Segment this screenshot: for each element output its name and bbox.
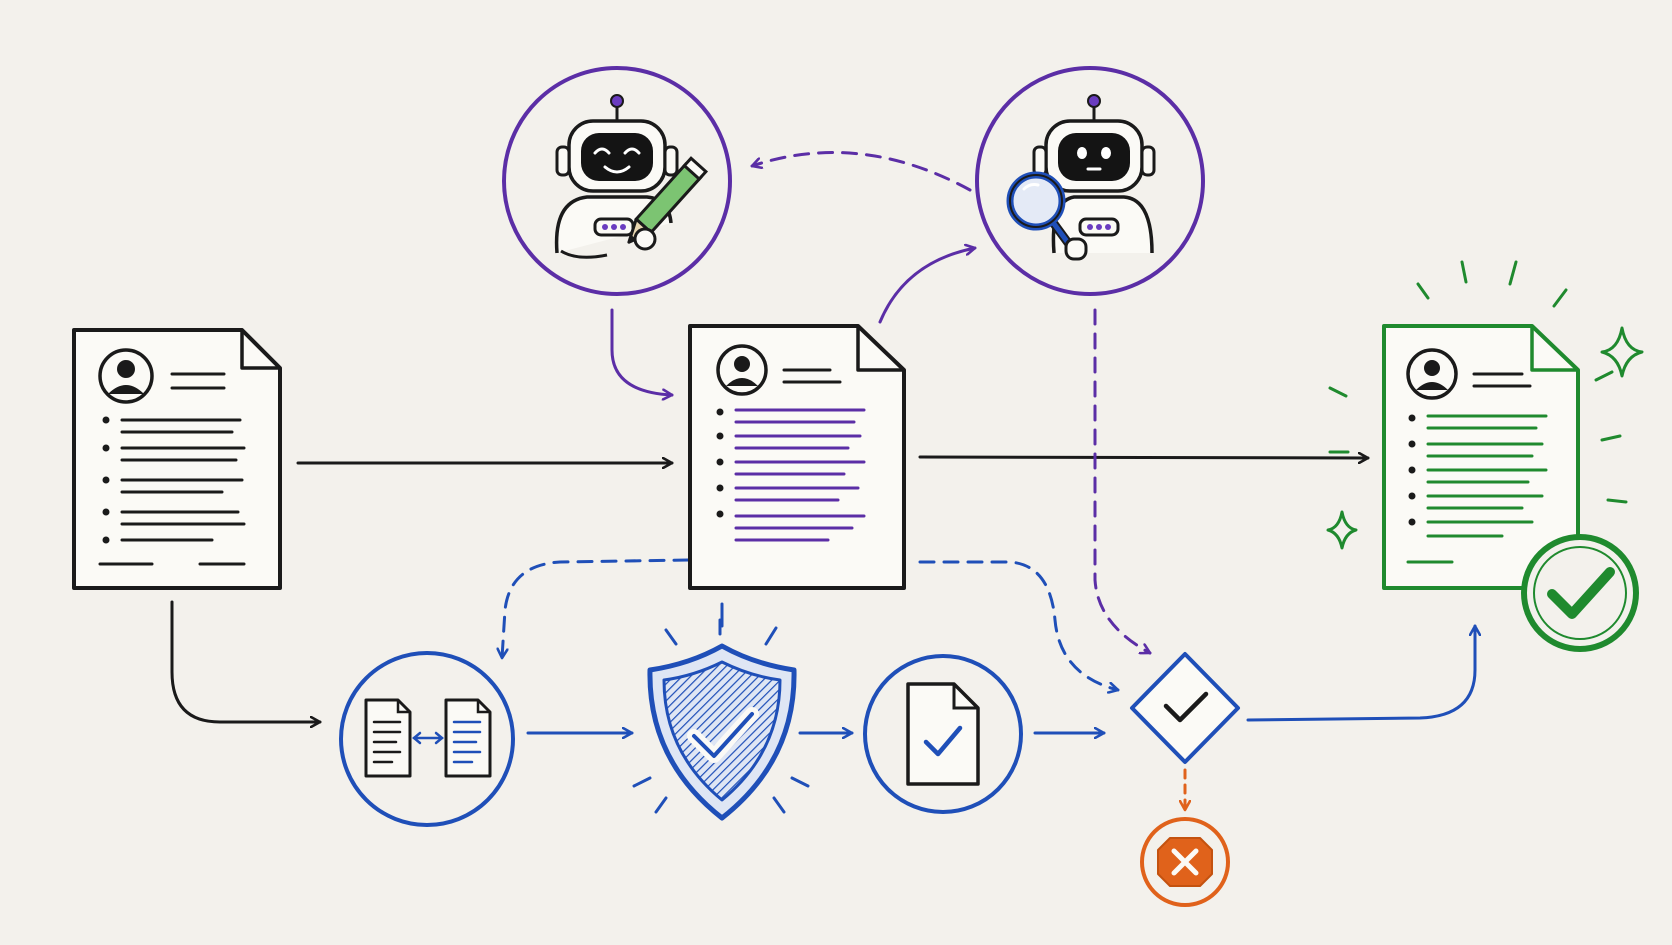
edge-rewritten-to-decision xyxy=(918,560,1120,690)
rewritten-resume-document xyxy=(688,324,906,590)
robot-writing-pencil-icon xyxy=(554,94,709,259)
resume-document-icon xyxy=(688,324,906,590)
edge-rewritten-to-compare xyxy=(502,558,690,660)
compare-documents-icon xyxy=(364,698,492,778)
edge-reviewer-to-decision xyxy=(1093,308,1152,655)
approved-text-lines xyxy=(1406,414,1548,564)
page-fold-icon xyxy=(240,330,280,370)
sparkle-icon xyxy=(1600,326,1644,378)
final-approved-resume-document xyxy=(1382,324,1580,590)
sparkle-icon xyxy=(1326,510,1358,550)
rewritten-text-lines xyxy=(716,408,866,542)
approval-sparkle-rays xyxy=(1328,260,1628,504)
reviewer-agent-node xyxy=(975,66,1205,296)
avatar-icon xyxy=(98,348,154,404)
edge-writer-to-rewritten xyxy=(610,308,674,395)
edge-decision-to-final xyxy=(1246,624,1475,722)
edge-rewritten-to-reviewer xyxy=(878,248,977,324)
text-lines xyxy=(98,372,246,566)
document-check-icon xyxy=(906,682,980,786)
avatar-icon xyxy=(716,344,768,396)
rejected-x-icon xyxy=(1157,837,1213,887)
edges xyxy=(170,151,1475,812)
approved-check-badge-icon xyxy=(1521,534,1639,652)
edge-original-to-compare xyxy=(170,600,322,722)
writer-agent-node xyxy=(502,66,732,296)
original-resume-document xyxy=(72,328,282,590)
safety-check-node xyxy=(632,618,810,821)
diamond-check-icon xyxy=(1130,652,1240,764)
edge-reviewer-feedback-to-writer xyxy=(750,151,972,192)
compare-step-node xyxy=(339,651,515,827)
rejected-end-node xyxy=(1140,817,1230,907)
decision-gate-node xyxy=(1130,652,1240,764)
page-fold-icon xyxy=(1530,326,1578,372)
page-fold-icon xyxy=(856,326,904,372)
robot-magnifying-glass-icon xyxy=(1006,94,1156,261)
edge-rewritten-to-final xyxy=(918,457,1370,458)
shield-rays xyxy=(632,618,810,814)
shield-check-icon xyxy=(647,643,797,821)
avatar-icon xyxy=(1406,348,1458,400)
verified-document-node xyxy=(863,654,1023,814)
